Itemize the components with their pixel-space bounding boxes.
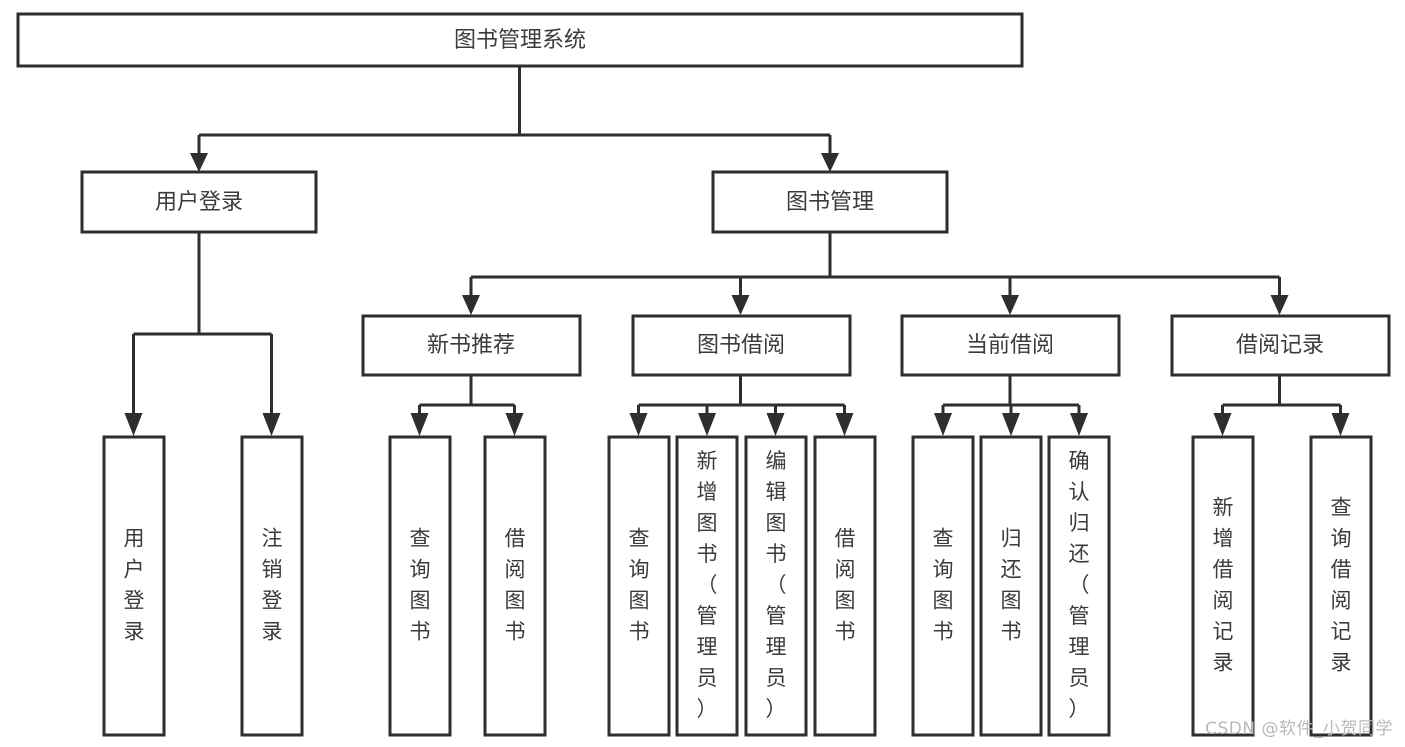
leaf-label-user-login: 用户登录 bbox=[124, 527, 145, 644]
leaf-node[interactable]: 新增借阅记录 bbox=[1191, 435, 1255, 737]
arrow-to-current-borrow bbox=[1001, 295, 1019, 315]
leaf-box-record-query[interactable] bbox=[1309, 435, 1373, 737]
leaf-box-logout[interactable] bbox=[240, 435, 304, 737]
leaf-label-borrow-query: 查询图书 bbox=[629, 527, 650, 644]
connector-layer bbox=[124, 66, 1350, 436]
leaf-box-borrow-add[interactable] bbox=[675, 435, 739, 737]
leaf-label-record-query: 查询借阅记录 bbox=[1331, 496, 1352, 675]
node-book-manage[interactable]: 图书管理 bbox=[711, 170, 949, 234]
node-borrow-record[interactable]: 借阅记录 bbox=[1170, 314, 1391, 377]
arrow-to-user-login bbox=[190, 153, 208, 172]
node-book-manage-label: 图书管理 bbox=[786, 190, 874, 215]
leaf-box-borrow-edit[interactable] bbox=[744, 435, 808, 737]
leaf-box-borrow-lend[interactable] bbox=[813, 435, 877, 737]
leaf-node[interactable]: 确认归还（管理员） bbox=[1047, 435, 1111, 737]
connector-borrowrecord-to-leaves bbox=[1221, 375, 1342, 415]
node-user-login-label: 用户登录 bbox=[155, 190, 243, 215]
node-new-book-label: 新书推荐 bbox=[427, 333, 515, 358]
node-new-book[interactable]: 新书推荐 bbox=[361, 314, 582, 377]
arrow-leaf-current-query bbox=[934, 413, 952, 436]
arrow-leaf-borrow-lend bbox=[835, 413, 854, 436]
leaf-label-record-add: 新增借阅记录 bbox=[1213, 496, 1234, 675]
arrow-leaf-newbook-query bbox=[410, 413, 429, 436]
leaf-box-user-login[interactable] bbox=[102, 435, 166, 737]
leaf-label-newbook-borrow: 借阅图书 bbox=[505, 527, 526, 644]
node-borrow-record-box[interactable] bbox=[1170, 314, 1391, 377]
arrow-to-borrow-record bbox=[1270, 295, 1289, 315]
leaf-node[interactable]: 查询借阅记录 bbox=[1309, 435, 1373, 737]
leaf-label-newbook-query: 查询图书 bbox=[410, 527, 431, 644]
node-book-manage-box[interactable] bbox=[711, 170, 949, 234]
leaf-node[interactable]: 新增图书（管理员） bbox=[675, 435, 739, 737]
leaf-label-logout: 注销登录 bbox=[262, 527, 283, 644]
arrow-leaf-logout bbox=[262, 413, 281, 436]
leaf-box-borrow-query[interactable] bbox=[607, 435, 671, 737]
leaf-node[interactable]: 编辑图书（管理员） bbox=[744, 435, 808, 737]
leaf-node[interactable]: 归还图书 bbox=[979, 435, 1043, 737]
leaf-node[interactable]: 借阅图书 bbox=[483, 435, 547, 737]
arrow-to-book-borrow bbox=[731, 295, 750, 315]
arrow-leaf-user-login bbox=[124, 413, 143, 436]
node-book-borrow[interactable]: 图书借阅 bbox=[631, 314, 852, 377]
node-root-box[interactable] bbox=[16, 12, 1024, 68]
node-user-login[interactable]: 用户登录 bbox=[80, 170, 318, 234]
node-current-borrow[interactable]: 当前借阅 bbox=[900, 314, 1121, 377]
leaf-node[interactable]: 查询图书 bbox=[607, 435, 671, 737]
leaf-label-current-query: 查询图书 bbox=[933, 527, 954, 644]
connector-newbook-to-leaves bbox=[418, 375, 516, 415]
leaf-node[interactable]: 借阅图书 bbox=[813, 435, 877, 737]
arrow-leaf-newbook-borrow bbox=[505, 413, 524, 436]
leaf-node[interactable]: 用户登录 bbox=[102, 435, 166, 737]
node-current-borrow-box[interactable] bbox=[900, 314, 1121, 377]
connector-root-to-level2 bbox=[197, 66, 832, 156]
connector-currentborrow-to-leaves bbox=[941, 375, 1081, 415]
arrow-leaf-current-confirm bbox=[1070, 413, 1088, 436]
node-current-borrow-label: 当前借阅 bbox=[966, 333, 1054, 358]
node-root[interactable]: 图书管理系统 bbox=[16, 12, 1024, 68]
leaf-node[interactable]: 查询图书 bbox=[911, 435, 975, 737]
connector-bookmanage-to-level3 bbox=[469, 232, 1281, 297]
node-new-book-box[interactable] bbox=[361, 314, 582, 377]
arrow-to-book-manage bbox=[821, 153, 839, 172]
leaf-box-newbook-query[interactable] bbox=[388, 435, 452, 737]
arrow-leaf-record-query bbox=[1331, 413, 1350, 436]
connector-userlogin-to-leaves bbox=[132, 232, 273, 415]
node-borrow-record-label: 借阅记录 bbox=[1236, 333, 1324, 358]
leaf-box-current-query[interactable] bbox=[911, 435, 975, 737]
leaf-label-current-confirm: 确认归还（管理员） bbox=[1069, 449, 1090, 721]
arrow-to-new-book bbox=[462, 295, 480, 315]
arrow-leaf-borrow-edit bbox=[766, 413, 785, 436]
leaf-box-current-return[interactable] bbox=[979, 435, 1043, 737]
leaf-box-record-add[interactable] bbox=[1191, 435, 1255, 737]
arrow-leaf-borrow-add bbox=[698, 413, 716, 436]
csdn-watermark: CSDN @软件_小贺同学 bbox=[1205, 719, 1393, 739]
leaf-box-newbook-borrow[interactable] bbox=[483, 435, 547, 737]
leaf-label-borrow-lend: 借阅图书 bbox=[835, 527, 856, 644]
node-root-label: 图书管理系统 bbox=[454, 28, 586, 53]
leaf-node[interactable]: 注销登录 bbox=[240, 435, 304, 737]
node-book-borrow-label: 图书借阅 bbox=[697, 333, 785, 358]
node-book-borrow-box[interactable] bbox=[631, 314, 852, 377]
node-user-login-box[interactable] bbox=[80, 170, 318, 234]
arrow-leaf-borrow-query bbox=[629, 413, 648, 436]
arrow-leaf-current-return bbox=[1002, 413, 1020, 436]
leaf-label-current-return: 归还图书 bbox=[1001, 527, 1022, 644]
leaf-label-borrow-add: 新增图书（管理员） bbox=[697, 449, 718, 721]
connector-bookborrow-to-leaves bbox=[637, 375, 846, 415]
leaf-label-borrow-edit: 编辑图书（管理员） bbox=[766, 449, 787, 721]
leaf-node[interactable]: 查询图书 bbox=[388, 435, 452, 737]
arrow-leaf-record-add bbox=[1213, 413, 1232, 436]
leaf-box-current-confirm[interactable] bbox=[1047, 435, 1111, 737]
